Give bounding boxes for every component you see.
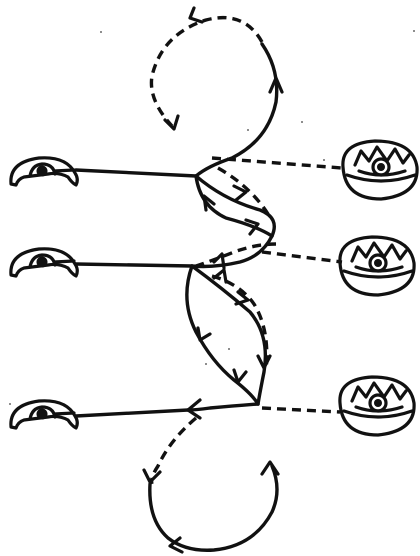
arrowhead-icon (268, 76, 284, 94)
zigzag-weave (185, 166, 277, 420)
top-loop (149, 6, 284, 178)
arrowhead-icon (212, 252, 226, 270)
arrowhead-icon (234, 290, 250, 306)
dashed-connectors (211, 156, 343, 414)
solid-connectors (74, 168, 198, 418)
arrowhead-icon (232, 368, 248, 384)
pilot-figure-icon (9, 156, 79, 187)
pilot-figure-icon (9, 247, 79, 278)
arrowhead-icon (244, 218, 260, 236)
arrowhead-icon (256, 354, 272, 370)
arrowhead-icon (142, 468, 162, 484)
arrowhead-icon (168, 536, 184, 554)
arrowhead-icon (260, 460, 280, 476)
bottom-loop (142, 416, 280, 554)
pod-with-figure-icon (338, 375, 416, 437)
paper-specks (9, 30, 415, 405)
arrowhead-icon (196, 326, 212, 342)
arrowhead-icon (202, 194, 216, 212)
arrowhead-icon (186, 398, 202, 420)
pilot-figure-icon (9, 399, 79, 430)
pod-with-figure-icon (338, 235, 416, 297)
arrowhead-icon (232, 184, 248, 202)
arrowhead-icon (212, 268, 228, 284)
arrowhead-icon (188, 6, 204, 24)
pod-with-figure-icon (341, 139, 419, 201)
arrowhead-icon (163, 114, 180, 131)
